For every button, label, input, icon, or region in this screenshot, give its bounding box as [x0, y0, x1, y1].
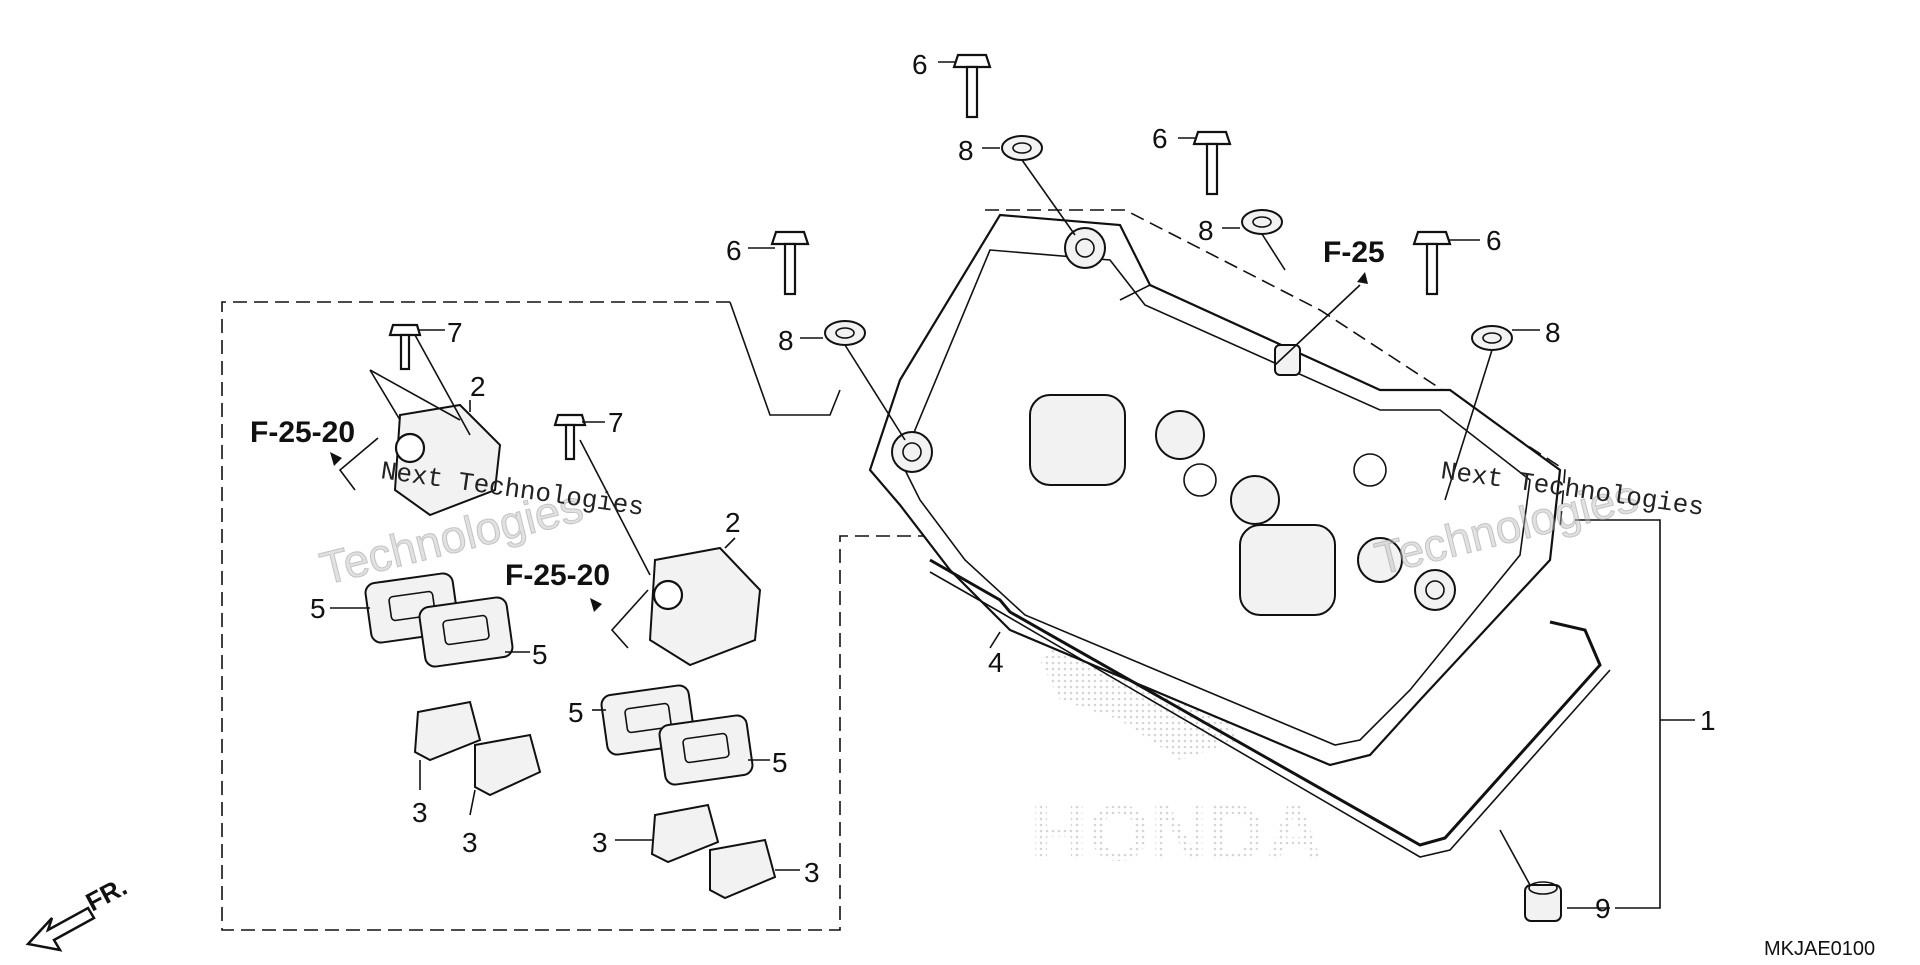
grommet-9: [1499, 829, 1562, 922]
seal-set: [364, 572, 754, 786]
callout-3: 3: [412, 797, 428, 828]
callout-2: 2: [470, 371, 486, 402]
bracket-1: [1575, 519, 1661, 909]
bolt-washer-set: [770, 53, 1513, 351]
callout-6: 6: [1486, 225, 1502, 256]
callout-7: 7: [447, 317, 463, 348]
coil-cap-upper: [388, 323, 502, 517]
cover-group-frame: [985, 209, 1566, 531]
direction-arrow-icon: [25, 906, 96, 952]
front-direction-indicator: FR.: [25, 871, 132, 952]
callout-3: 3: [462, 827, 478, 858]
callout-1: 1: [1700, 705, 1716, 736]
ref-f2520-upper: F-25-20: [250, 416, 355, 449]
plate-set: [413, 700, 777, 900]
callout-6: 6: [726, 235, 742, 266]
callout-8: 8: [1545, 317, 1561, 348]
callout-8: 8: [958, 135, 974, 166]
callout-numbers: 6 8 6 8 6 8 6 8 7 7 2 2 5 5 5 5 3 3 3 3 …: [310, 49, 1716, 924]
callout-7: 7: [608, 407, 624, 438]
diagram-code: MKJAE0100: [1764, 938, 1875, 960]
callout-5: 5: [310, 593, 326, 624]
ref-f25: F-25: [1323, 236, 1385, 269]
coil-cap-lower: [553, 413, 762, 667]
callout-2: 2: [725, 507, 741, 538]
honda-watermark-text: HONDA: [1030, 788, 1323, 877]
callout-3: 3: [592, 827, 608, 858]
head-cover-gasket: [929, 558, 1602, 847]
callout-3: 3: [804, 857, 820, 888]
callout-5: 5: [532, 639, 548, 670]
callout-8: 8: [778, 325, 794, 356]
callout-6: 6: [1152, 123, 1168, 154]
callout-4: 4: [988, 647, 1004, 678]
callout-9: 9: [1595, 893, 1611, 924]
ref-f2520-lower: F-25-20: [505, 559, 610, 592]
left-group-frame: [221, 301, 970, 931]
callout-8: 8: [1198, 215, 1214, 246]
cylinder-head-cover: [868, 213, 1562, 767]
leader-lines: [330, 61, 1610, 909]
callout-6: 6: [912, 49, 928, 80]
callout-5: 5: [772, 747, 788, 778]
callout-5: 5: [568, 697, 584, 728]
